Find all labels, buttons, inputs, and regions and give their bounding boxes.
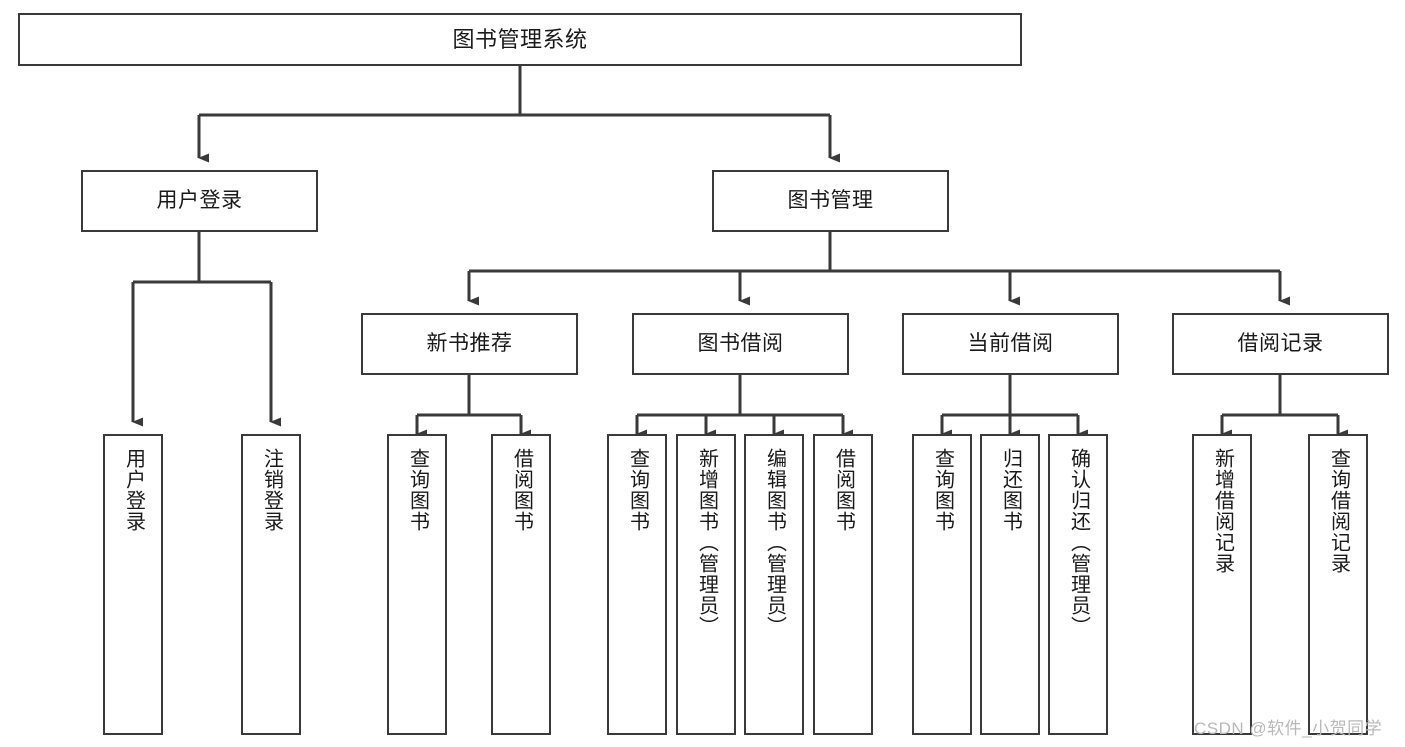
node-leaf-current-confirm-return-label: 确认归还（管理员） <box>1067 448 1090 637</box>
node-leaf-borrow-query-book-label: 查询图书 <box>626 448 649 532</box>
node-book-management-label: 图书管理 <box>787 188 874 212</box>
node-leaf-recommend-query-book[interactable]: 查询图书 <box>387 434 447 735</box>
node-leaf-current-query-book[interactable]: 查询图书 <box>912 434 972 735</box>
node-root-system-label: 图书管理系统 <box>452 26 588 52</box>
node-leaf-recommend-borrow-book-label: 借阅图书 <box>510 448 533 532</box>
node-leaf-borrow-add-book[interactable]: 新增图书（管理员） <box>676 434 736 735</box>
node-leaf-record-query-record-label: 查询借阅记录 <box>1327 448 1350 574</box>
node-book-borrow[interactable]: 图书借阅 <box>632 313 849 375</box>
node-root-system[interactable]: 图书管理系统 <box>18 13 1022 66</box>
node-leaf-borrow-borrow-book[interactable]: 借阅图书 <box>813 434 873 735</box>
node-leaf-recommend-borrow-book[interactable]: 借阅图书 <box>491 434 551 735</box>
node-borrow-record[interactable]: 借阅记录 <box>1172 313 1389 375</box>
csdn-watermark: CSDN @软件_小贺同学 <box>1194 719 1383 738</box>
node-leaf-borrow-add-book-label: 新增图书（管理员） <box>695 448 718 637</box>
node-user-login-label: 用户登录 <box>156 188 243 212</box>
node-leaf-user-login-login[interactable]: 用户登录 <box>103 434 163 735</box>
node-leaf-user-login-login-label: 用户登录 <box>122 448 145 532</box>
node-leaf-user-login-logout[interactable]: 注销登录 <box>241 434 301 735</box>
node-leaf-current-return-book[interactable]: 归还图书 <box>980 434 1040 735</box>
node-current-borrow[interactable]: 当前借阅 <box>902 313 1119 375</box>
node-leaf-borrow-edit-book-label: 编辑图书（管理员） <box>763 448 786 637</box>
node-borrow-record-label: 借阅记录 <box>1237 331 1324 355</box>
node-current-borrow-label: 当前借阅 <box>967 331 1054 355</box>
node-leaf-current-confirm-return[interactable]: 确认归还（管理员） <box>1048 434 1108 735</box>
node-leaf-borrow-query-book[interactable]: 查询图书 <box>607 434 667 735</box>
node-new-book-recommend[interactable]: 新书推荐 <box>361 313 578 375</box>
node-leaf-current-return-book-label: 归还图书 <box>999 448 1022 532</box>
node-leaf-record-add-record-label: 新增借阅记录 <box>1211 448 1234 574</box>
node-leaf-record-add-record[interactable]: 新增借阅记录 <box>1192 434 1252 735</box>
node-new-book-recommend-label: 新书推荐 <box>426 331 513 355</box>
node-leaf-record-query-record[interactable]: 查询借阅记录 <box>1308 434 1368 735</box>
node-leaf-borrow-borrow-book-label: 借阅图书 <box>832 448 855 532</box>
node-user-login[interactable]: 用户登录 <box>81 170 318 232</box>
node-book-management[interactable]: 图书管理 <box>712 170 949 232</box>
node-leaf-user-login-logout-label: 注销登录 <box>260 448 283 532</box>
node-leaf-borrow-edit-book[interactable]: 编辑图书（管理员） <box>744 434 804 735</box>
node-leaf-current-query-book-label: 查询图书 <box>931 448 954 532</box>
node-book-borrow-label: 图书借阅 <box>697 331 784 355</box>
node-leaf-recommend-query-book-label: 查询图书 <box>406 448 429 532</box>
